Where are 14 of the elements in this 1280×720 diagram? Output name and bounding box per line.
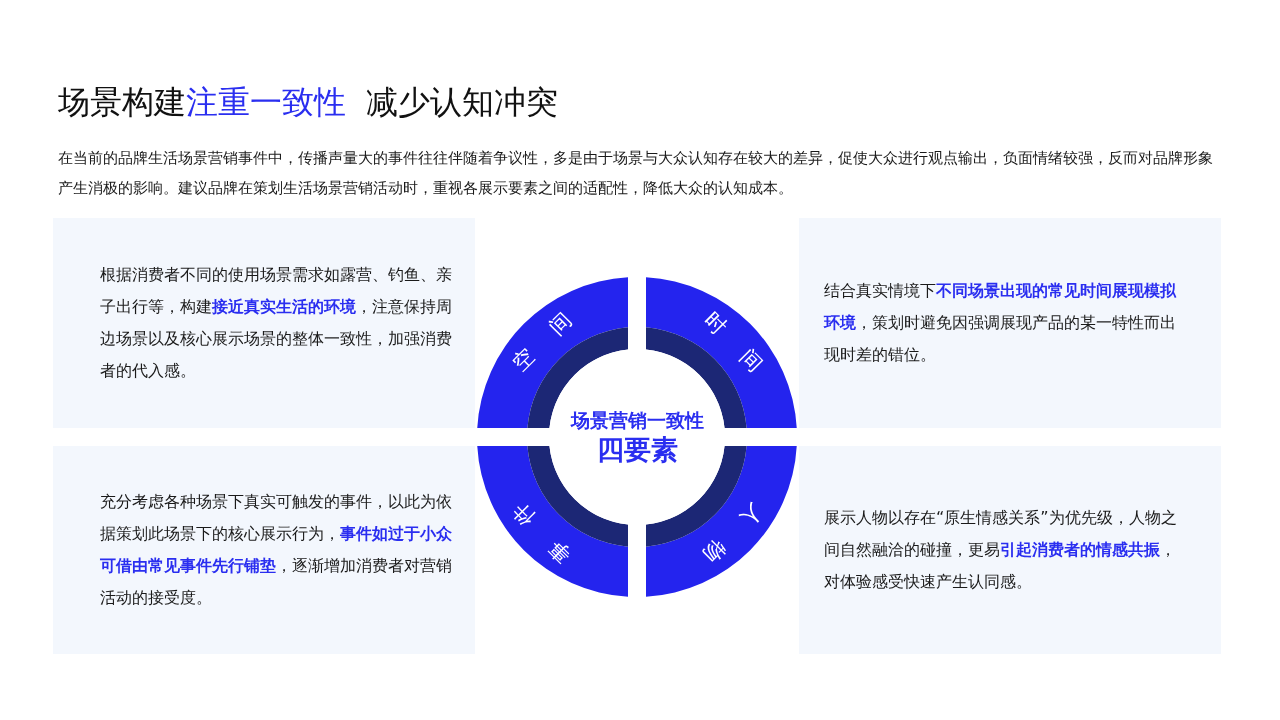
segment-label: 空间 <box>506 286 597 378</box>
center-title: 四要素 <box>596 433 678 467</box>
card-text: 根据消费者不同的使用场景需求如露营、钓鱼、亲子出行等，构建接近真实生活的环境，注意保持周边场景以及核心展示场景的整体一致性，加强消费者的代入感。 <box>100 264 453 382</box>
ring-segment <box>646 277 797 428</box>
segment-label: 人物 <box>677 497 768 588</box>
ring-segment <box>477 277 628 428</box>
slide-title: 场景构建注重一致性 减少认知冲突 <box>58 82 559 123</box>
card-text: 结合真实情境下不同场景出现的常见时间展现模拟环境，策划时避免因强调展现产品的某一特性而出现时差的错位。 <box>824 280 1177 366</box>
card-text: 充分考虑各种场景下真实可触发的事件，以此为依据策划此场景下的核心展示行为，事件如过于小众可借由常见事件先行铺垫，逐渐增加消费者对营销活动的接受度。 <box>100 491 453 609</box>
segment-label: 事件 <box>486 477 577 569</box>
intro-paragraph: 在当前的品牌生活场景营销事件中，传播声量大的事件往往伴随着争议性，多是由于场景与大众认知存在较大的差异，促使大众进行观点输出，负面情绪较强，反而对品牌形象产生消极的影响。建议品牌在策划生活场景营销活动时，重视各展示要素之间的适配性，降低大众的认知成本。 <box>58 148 1214 199</box>
card-text: 展示人物以存在“原生情感关系”为优先级，人物之间自然融洽的碰撞，更易引起消费者的情感共振，对体验感受快速产生认同感。 <box>824 507 1178 593</box>
segment-label: 时间 <box>697 306 788 397</box>
center-subtitle: 场景营销一致性 <box>570 408 704 433</box>
